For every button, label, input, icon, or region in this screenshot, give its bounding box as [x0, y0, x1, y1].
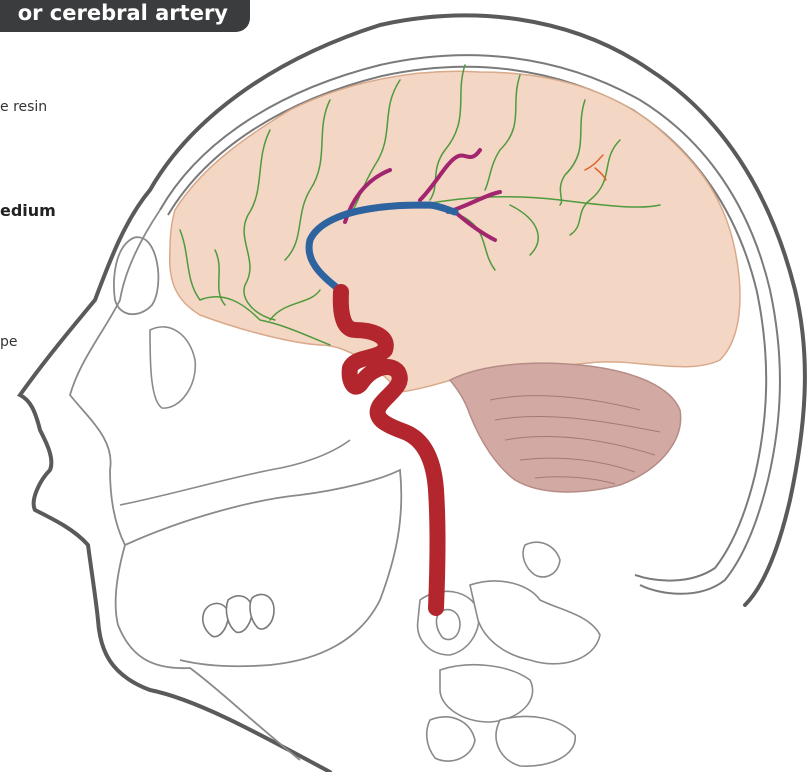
- cheekbone: [150, 327, 195, 408]
- cerebrum: [170, 71, 740, 392]
- maxilla: [120, 440, 350, 505]
- teeth: [203, 594, 274, 636]
- eye-orbit: [114, 237, 158, 314]
- mandible: [125, 470, 401, 666]
- label-fragment-pe: pe: [0, 334, 18, 350]
- label-fragment-medium: edium: [0, 201, 56, 220]
- cerebellum: [450, 363, 681, 492]
- page-title: or cerebral artery: [0, 0, 250, 32]
- label-fragment-resin: e resin: [0, 99, 47, 115]
